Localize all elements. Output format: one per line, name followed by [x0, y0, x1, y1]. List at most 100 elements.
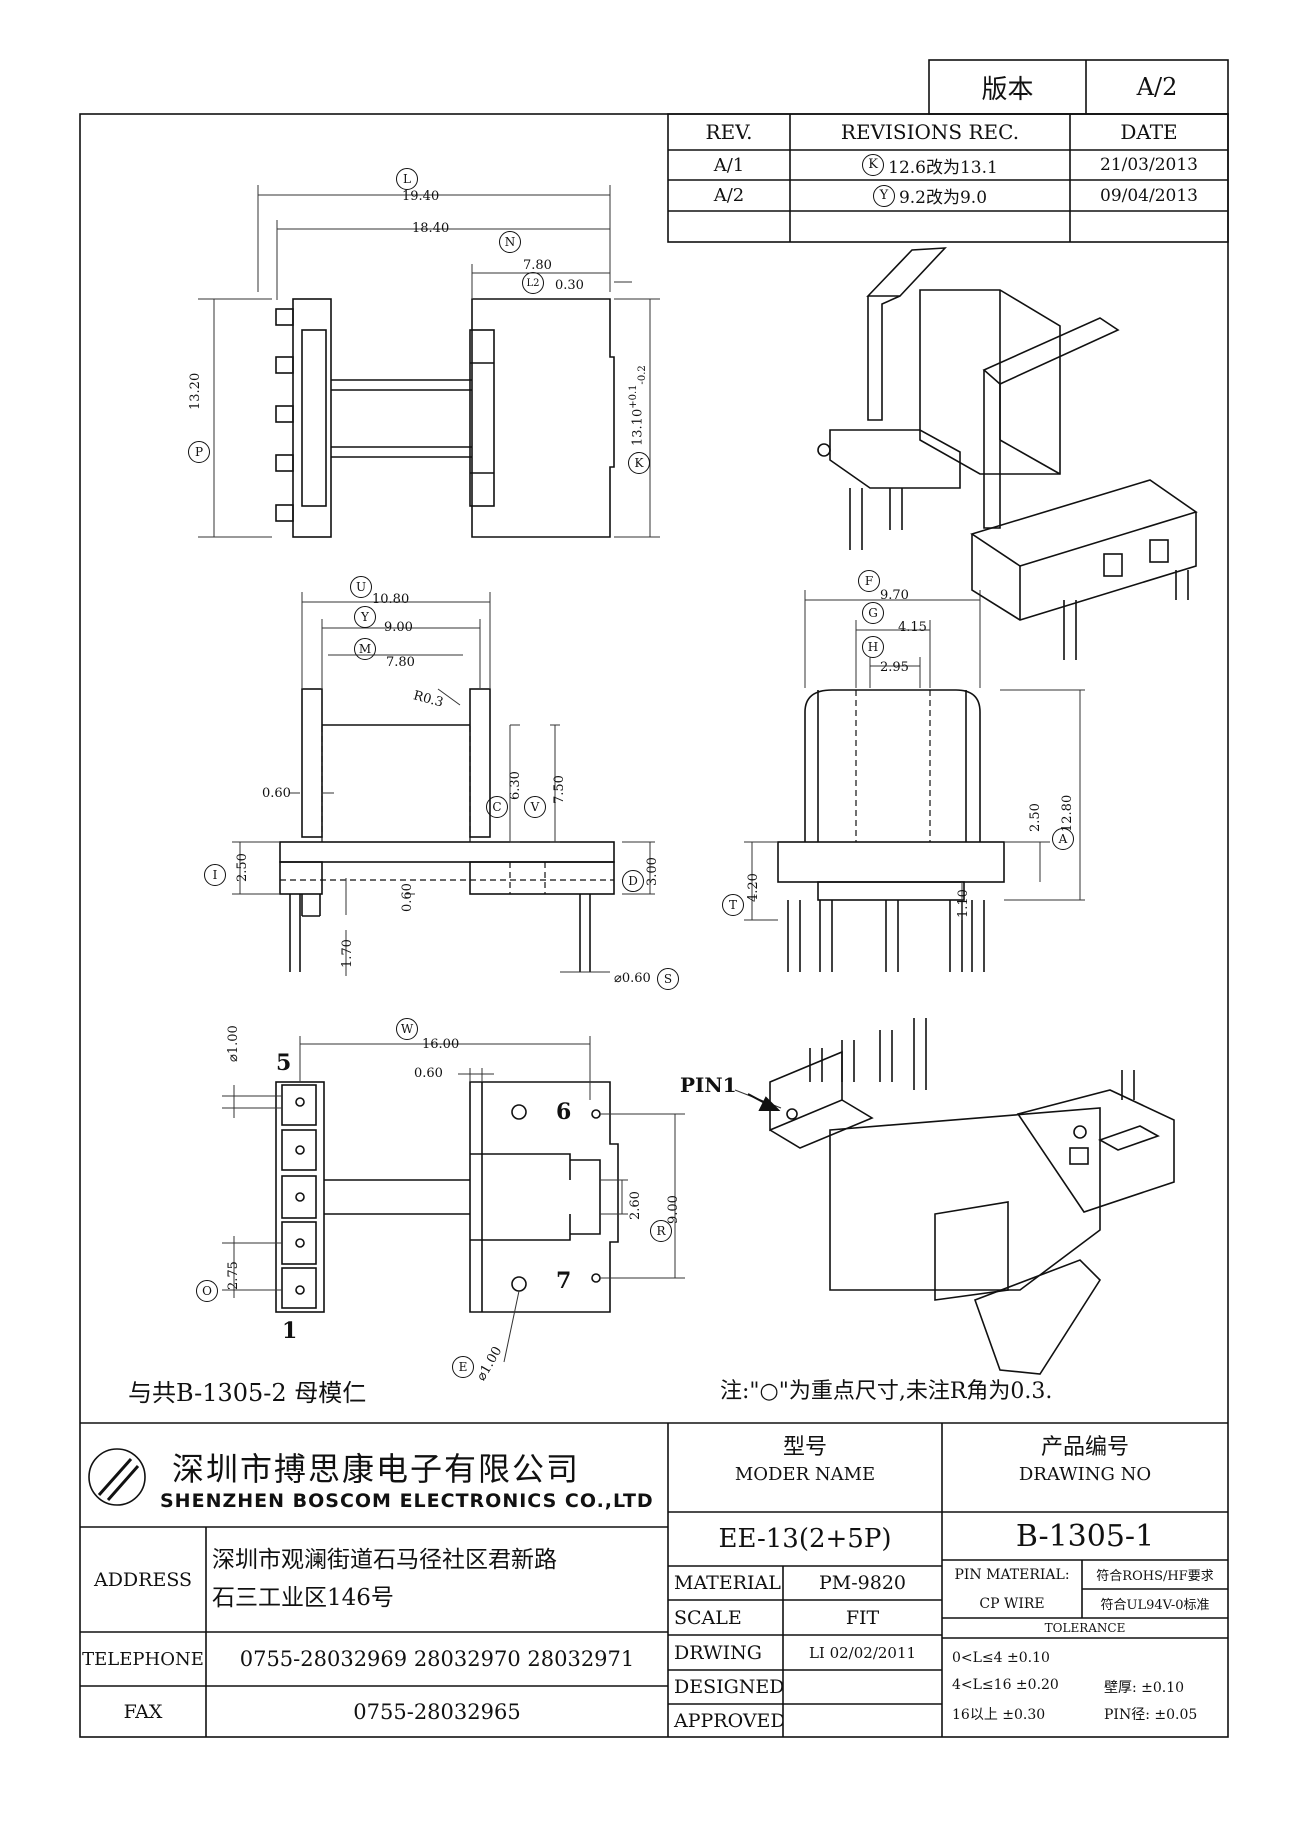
rev-header-date: DATE — [1120, 120, 1178, 144]
circled-letter-t: T — [722, 894, 744, 916]
circled-letter-w: W — [396, 1018, 418, 1040]
dim-2-75: 2.75 — [226, 1261, 241, 1290]
tolerance-row2b: 壁厚: ±0.10 — [1104, 1680, 1185, 1696]
side-view — [777, 689, 1005, 972]
fax-label: FAX — [123, 1700, 163, 1723]
address-line1: 深圳市观澜街道石马径社区君新路 — [212, 1547, 557, 1573]
tolerance-row1: 0<L≤4 ±0.10 — [952, 1650, 1050, 1666]
dim-1-70: 1.70 — [340, 939, 355, 968]
rev-header-rec: REVISIONS REC. — [840, 120, 1020, 144]
dim-7-50: 7.50 — [552, 775, 567, 804]
version-value: A/2 — [1136, 73, 1178, 101]
dim-7-80-front: 7.80 — [386, 655, 415, 670]
dim-6-30: 6.30 — [508, 771, 523, 800]
dim-9-70: 9.70 — [880, 588, 909, 603]
pin-material-label: PIN MATERIAL: — [954, 1566, 1070, 1583]
top-view — [275, 298, 615, 538]
cp-wire-label: CP WIRE — [979, 1595, 1045, 1612]
rev-row1-date: 21/03/2013 — [1100, 155, 1198, 175]
material-label: MATERIAL — [674, 1572, 781, 1594]
drawing-border — [79, 113, 1229, 1738]
circled-letter-d: D — [622, 870, 644, 892]
circled-letter-p: P — [188, 441, 210, 463]
front-view — [279, 688, 615, 972]
dim-dia-0-60: ⌀0.60 — [614, 971, 651, 986]
dim-13-10: 13.10+0.1-0.2 — [628, 365, 648, 446]
tolerance-row2a: 4<L≤16 ±0.20 — [952, 1677, 1059, 1693]
circled-letter-a: A — [1052, 828, 1074, 850]
approved-label: APPROVED — [674, 1709, 783, 1732]
rev-row1-rev: A/1 — [713, 154, 745, 176]
circled-letter-g: G — [862, 602, 884, 624]
rev-row2-date: 09/04/2013 — [1100, 185, 1198, 206]
model-label-cn: 型号 — [782, 1435, 827, 1460]
dim-16-00: 16.00 — [422, 1037, 460, 1052]
dim-0-60-front: 0.60 — [262, 786, 291, 801]
pin1-label: PIN1 — [680, 1073, 737, 1097]
telephone-label: TELEPHONE — [82, 1648, 204, 1670]
circled-letter-i: I — [204, 864, 226, 886]
drawing-no-label-en: DRAWING NO — [1018, 1463, 1152, 1485]
dim-2-95: 2.95 — [880, 660, 909, 675]
model-label-en: MODER NAME — [734, 1463, 876, 1485]
circled-letter-n: N — [499, 231, 521, 253]
dim-4-15: 4.15 — [898, 620, 927, 635]
circled-letter-f: F — [858, 570, 880, 592]
address-label: ADDRESS — [93, 1568, 193, 1591]
designed-label: DESIGNED — [674, 1676, 783, 1698]
revision-table-frame — [667, 113, 1229, 243]
dim-9-00-bottom: 9.00 — [666, 1195, 681, 1224]
circled-letter-o: O — [196, 1280, 218, 1302]
circled-letter-l2: L2 — [522, 272, 544, 294]
address-line2: 石三工业区146号 — [212, 1585, 394, 1611]
circled-letter-h: H — [862, 636, 884, 658]
isometric-view-bottom — [769, 1018, 1175, 1375]
company-name-cn: 深圳市搏思康电子有限公司 — [172, 1450, 581, 1488]
circled-letter-k: K — [862, 154, 885, 176]
dim-0-60-vert: 0.60 — [400, 883, 415, 912]
pin-number-5: 5 — [276, 1050, 292, 1076]
circled-letter-v: V — [524, 796, 546, 818]
dim-13-20: 13.20 — [188, 372, 203, 410]
drawing-no-label-cn: 产品编号 — [1040, 1435, 1129, 1460]
drwing-label: DRWING — [674, 1641, 762, 1664]
dim-19-40: 19.40 — [402, 189, 440, 204]
dim-0-60-bottom: 0.60 — [414, 1066, 443, 1081]
dim-12-80: 12.80 — [1060, 794, 1075, 832]
pin-number-6: 6 — [556, 1099, 572, 1125]
dim-3-00: 3.00 — [645, 857, 660, 886]
drwing-value: LI 02/02/2011 — [808, 1643, 917, 1662]
dim-7-80-top: 7.80 — [523, 258, 552, 273]
pin-number-1: 1 — [282, 1318, 298, 1344]
circled-letter-s: S — [657, 968, 679, 990]
dim-2-50-side: 2.50 — [1028, 803, 1043, 832]
dim-2-50-front: 2.50 — [235, 853, 250, 882]
designed-value — [783, 1670, 942, 1704]
dim-dia-1-00-top: ⌀1.00 — [226, 1025, 241, 1062]
tolerance-row3b: PIN径: ±0.05 — [1104, 1707, 1198, 1723]
circled-letter-c: C — [486, 796, 508, 818]
note-key-dimensions: 注:"○"为重点尺寸,未注R角为0.3. — [720, 1379, 1053, 1404]
rohs-value: 符合ROHS/HF要求 — [1096, 1569, 1214, 1584]
rev-row2-rev: A/2 — [713, 185, 745, 206]
circled-letter-y: Y — [872, 184, 895, 207]
circled-letter-l: L — [396, 168, 418, 190]
scale-label: SCALE — [674, 1606, 742, 1629]
approved-value — [783, 1704, 942, 1737]
tolerance-row3a: 16以上 ±0.30 — [952, 1707, 1046, 1723]
pin-number-7: 7 — [556, 1268, 572, 1294]
drawing-no-value: B-1305-1 — [1015, 1518, 1155, 1554]
dim-10-80: 10.80 — [372, 592, 410, 607]
ul94-value: 符合UL94V-0标准 — [1100, 1598, 1210, 1613]
tolerance-label: TOLERANCE — [1044, 1621, 1126, 1635]
model-value: EE-13(2+5P) — [718, 1524, 892, 1554]
dim-4-20: 4.20 — [746, 873, 761, 902]
circled-letter-k-dim: K — [628, 452, 650, 474]
dim-9-00-front: 9.00 — [384, 620, 413, 635]
note-mold: 与共B-1305-2 母模仁 — [128, 1379, 367, 1407]
dim-1-10: 1.10 — [956, 889, 971, 918]
scale-value: FIT — [845, 1606, 880, 1629]
isometric-view-top — [817, 247, 1198, 660]
